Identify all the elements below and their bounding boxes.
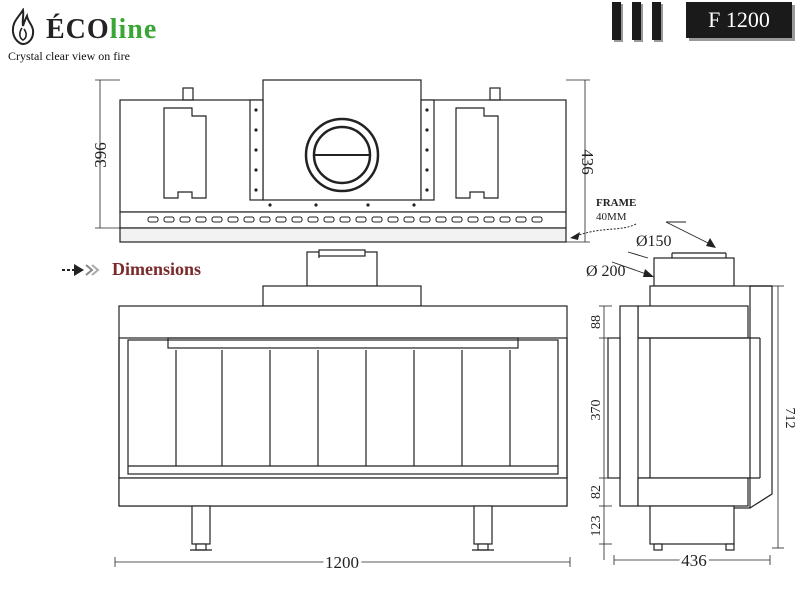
- decorative-bar: [652, 2, 661, 40]
- frame-size: 40MM: [596, 211, 627, 223]
- dim-seg-bottom: 82: [589, 485, 604, 499]
- section-title: Dimensions: [112, 259, 202, 279]
- top-view-dimensions: [95, 79, 590, 243]
- dim-outer-flue: Ø 200: [586, 263, 626, 280]
- side-view-dimensions: [599, 285, 784, 565]
- frame-label: FRAME: [596, 197, 636, 209]
- brand-name-line: line: [109, 14, 158, 45]
- brand-logo: ÉCOline: [8, 4, 168, 66]
- dim-seg-glass: 370: [589, 400, 604, 421]
- dim-width: 1200: [325, 553, 359, 572]
- width-dimension: [114, 557, 571, 567]
- dim-depth: 436: [681, 551, 707, 570]
- dim-seg-top: 88: [589, 315, 604, 329]
- flame-icon: [11, 8, 35, 46]
- front-view: [118, 249, 568, 551]
- dim-inner-flue: Ø150: [636, 233, 672, 250]
- brand-name-eco: ÉCO: [46, 14, 110, 45]
- arrow-right-icon: [62, 263, 100, 276]
- brand-name: ÉCOline: [46, 14, 157, 46]
- dim-top-right-height: 436: [578, 149, 597, 175]
- top-view: [119, 79, 567, 243]
- brand-tagline: Crystal clear view on fire: [8, 49, 130, 63]
- dim-total-height: 712: [782, 408, 797, 429]
- model-badge: F 1200: [686, 2, 792, 38]
- decorative-bars: [612, 2, 672, 42]
- dim-top-left-height: 396: [91, 142, 110, 168]
- dim-seg-legs: 123: [589, 516, 604, 537]
- side-view: [607, 252, 773, 551]
- decorative-bar: [632, 2, 641, 40]
- decorative-bar: [612, 2, 621, 40]
- section-dimensions: Dimensions: [60, 259, 201, 280]
